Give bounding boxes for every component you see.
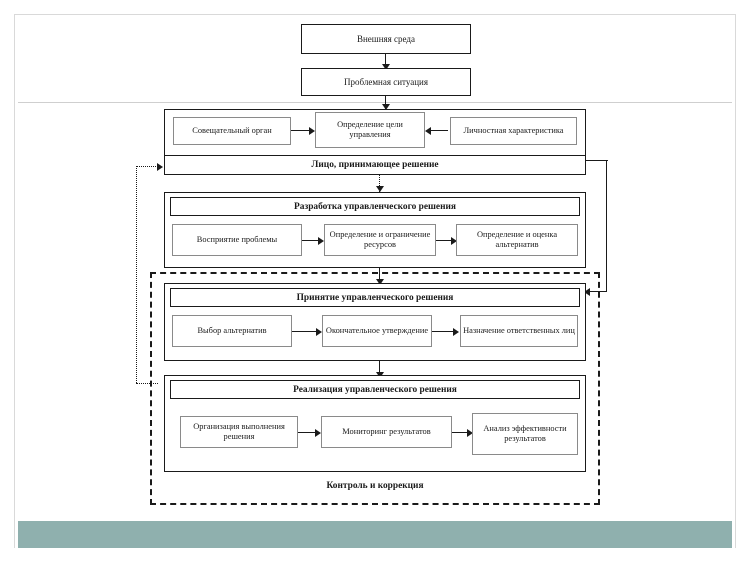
arrowhead-right-icon [315, 429, 321, 437]
node-personal-characteristics[interactable]: Личностная характеристика [450, 117, 577, 145]
zone-label-text: Контроль и коррекция [326, 481, 424, 491]
section-header-label: Принятие управленческого решения [296, 292, 454, 303]
connector-development-to-adoption [379, 268, 381, 285]
node-label: Личностная характеристика [463, 126, 564, 136]
arrowhead-right-icon [318, 237, 324, 245]
node-problem-situation[interactable]: Проблемная ситуация [301, 68, 471, 96]
connector-personal-to-goal [428, 130, 448, 132]
section-header-label: Реализация управленческого решения [293, 384, 457, 395]
node-label: Определение цели управления [337, 120, 403, 139]
section-header-label: Лицо, принимающее решение [311, 160, 439, 170]
node-label: Определение и оценка альтернатив [476, 230, 558, 249]
slide-frame-left [14, 14, 15, 548]
node-choose-alternative[interactable]: Выбор альтернатив [172, 315, 292, 347]
arrowhead-right-icon [316, 328, 322, 336]
zone-control-and-correction [150, 272, 600, 505]
node-label: Определение и ограничение ресурсов [329, 230, 431, 249]
connector-alternative-to-approval [292, 331, 319, 333]
node-monitoring-results[interactable]: Мониторинг результатов [321, 416, 452, 448]
connector-advisory-to-goal [291, 130, 313, 132]
connector-external-to-problem [385, 54, 387, 66]
connector-approval-to-assign [432, 331, 457, 333]
node-label: Проблемная ситуация [343, 76, 428, 87]
feedback-loop-vertical [136, 166, 137, 383]
node-resource-definition[interactable]: Определение и ограничение ресурсов [324, 224, 436, 256]
node-label: Восприятие проблемы [196, 235, 278, 245]
slide-frame-top [14, 14, 736, 15]
section-header-adoption: Принятие управленческого решения [170, 288, 580, 307]
arrowhead-left-icon [584, 288, 590, 296]
node-label: Окончательное утверждение [325, 326, 429, 336]
arrowhead-left-icon [425, 127, 431, 135]
slide-footer-bar [18, 521, 732, 548]
arrowhead-right-icon [453, 328, 459, 336]
connector-perception-to-resources [302, 240, 321, 242]
node-assign-responsible[interactable]: Назначение ответственных лиц [460, 315, 578, 347]
section-header-development: Разработка управленческого решения [170, 197, 580, 216]
connector-adoption-to-implementation [379, 361, 381, 378]
node-label: Выбор альтернатив [197, 326, 267, 336]
feedback-loop-bottom-horizontal [136, 383, 158, 384]
node-label: Мониторинг результатов [342, 427, 431, 437]
slide-divider-line [18, 102, 732, 103]
arrowhead-right-icon [467, 429, 473, 437]
arrowhead-down-icon [382, 64, 390, 70]
arrowhead-right-icon [309, 127, 315, 135]
feedback-loop-top-horizontal [136, 166, 160, 167]
right-loop-vertical [606, 160, 608, 292]
connector-problem-to-decision-maker [385, 96, 387, 109]
arrowhead-down-icon [382, 104, 390, 110]
connector-organize-to-monitoring [298, 432, 318, 434]
node-alternatives-evaluation[interactable]: Определение и оценка альтернатив [456, 224, 578, 256]
node-label: Анализ эффективности результатов [483, 424, 567, 443]
node-label: Совещательный орган [192, 126, 272, 136]
section-header-decision-maker: Лицо, принимающее решение [164, 155, 586, 175]
arrowhead-right-icon [451, 237, 457, 245]
zone-label-control-and-correction: Контроль и коррекция [150, 481, 600, 491]
arrowhead-right-icon [157, 163, 163, 171]
node-effectiveness-analysis[interactable]: Анализ эффективности результатов [472, 413, 578, 455]
node-label: Внешняя среда [356, 33, 416, 44]
arrowhead-down-icon [376, 279, 384, 285]
node-organize-execution[interactable]: Организация выполнения решения [180, 416, 298, 448]
node-external-environment[interactable]: Внешняя среда [301, 24, 471, 54]
arrowhead-down-icon [376, 186, 384, 192]
connector-monitoring-to-analysis [452, 432, 470, 434]
section-header-implementation: Реализация управленческого решения [170, 380, 580, 399]
right-loop-top-horizontal [586, 160, 608, 162]
node-label: Назначение ответственных лиц [463, 326, 575, 336]
node-label: Организация выполнения решения [193, 422, 285, 441]
connector-decision-maker-to-development [379, 175, 380, 192]
section-header-label: Разработка управленческого решения [294, 201, 456, 212]
slide-frame-right [735, 14, 736, 548]
right-loop-bottom-horizontal [588, 291, 607, 293]
node-advisory-body[interactable]: Совещательный орган [173, 117, 291, 145]
connector-resources-to-alternatives [436, 240, 454, 242]
node-final-approval[interactable]: Окончательное утверждение [322, 315, 432, 347]
node-problem-perception[interactable]: Восприятие проблемы [172, 224, 302, 256]
node-management-goal[interactable]: Определение цели управления [315, 112, 425, 148]
